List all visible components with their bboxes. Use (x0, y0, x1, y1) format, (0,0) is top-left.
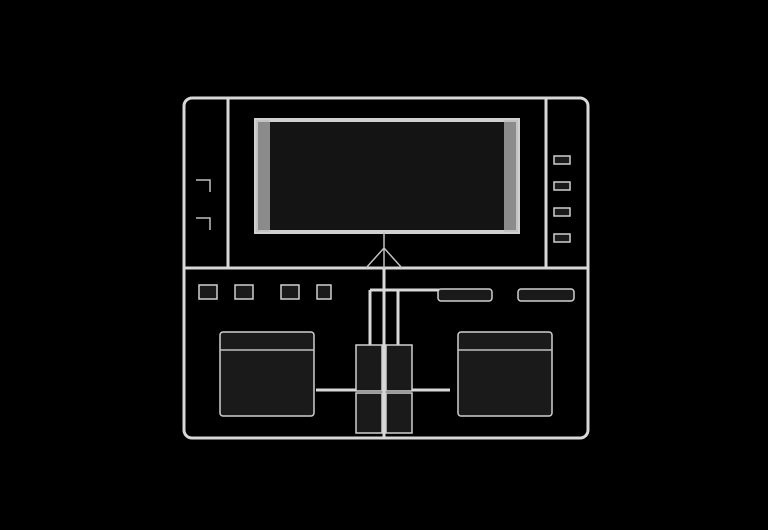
side-window-right (457, 331, 553, 417)
windshield-part (254, 118, 520, 269)
sprue-frame (182, 96, 590, 440)
small-lens-parts (196, 155, 575, 434)
side-window-left (219, 331, 315, 417)
